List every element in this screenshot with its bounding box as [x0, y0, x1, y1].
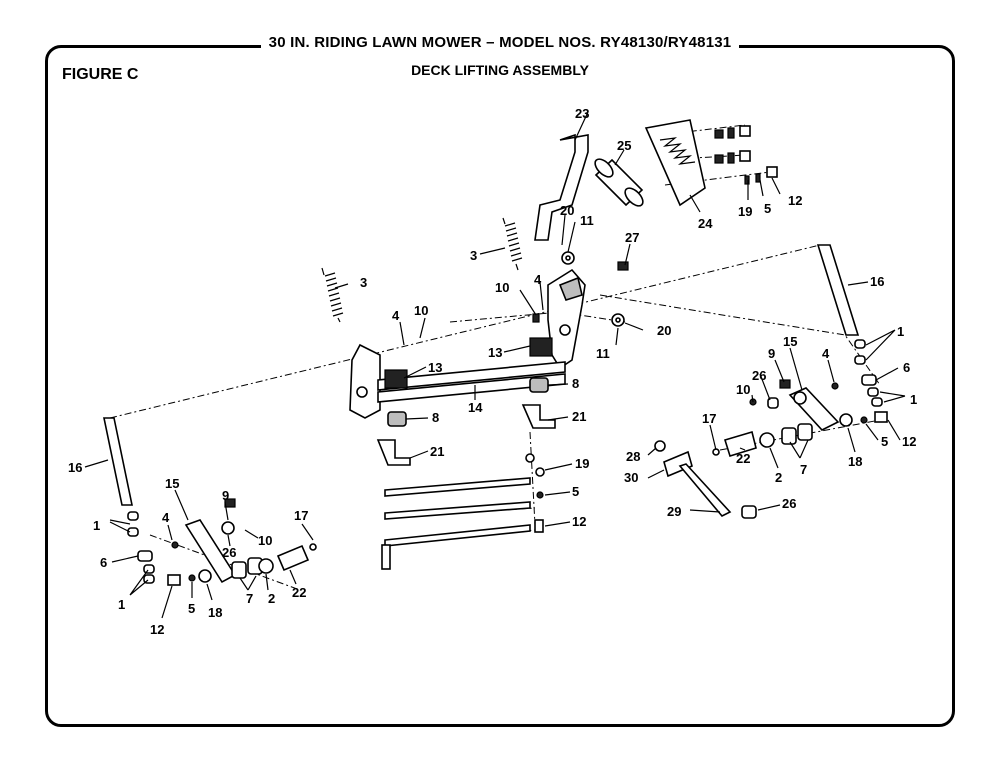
callout-8: 8 [572, 376, 579, 391]
callout-12: 12 [150, 622, 164, 637]
hardware-top-right [714, 125, 778, 185]
callout-21: 21 [430, 444, 444, 459]
callout-10: 10 [736, 382, 750, 397]
callout-16: 16 [68, 460, 82, 475]
callout-22: 22 [292, 585, 306, 600]
callout-20: 20 [657, 323, 671, 338]
callout-22: 22 [736, 451, 750, 466]
callout-4: 4 [534, 272, 542, 287]
callout-23: 23 [575, 106, 589, 121]
callout-labels: 23 25 24 19 5 12 20 11 3 27 3 4 10 4 10 … [68, 106, 917, 637]
callout-15: 15 [165, 476, 179, 491]
bumper-blocks [384, 337, 553, 389]
lift-rod-left [103, 417, 133, 506]
callout-4: 4 [392, 308, 400, 323]
callout-15: 15 [783, 334, 797, 349]
callout-5: 5 [881, 434, 888, 449]
callout-20: 20 [560, 203, 574, 218]
tension-spring-center [502, 217, 523, 271]
callout-7: 7 [246, 591, 253, 606]
bushings [387, 377, 549, 427]
callout-1: 1 [910, 392, 917, 407]
lift-handle [534, 133, 589, 241]
callout-10: 10 [414, 303, 428, 318]
callout-16: 16 [870, 274, 884, 289]
callout-1: 1 [93, 518, 100, 533]
callout-8: 8 [432, 410, 439, 425]
callout-leaders [84, 111, 906, 619]
callout-9: 9 [222, 488, 229, 503]
pedal-lever [654, 440, 757, 519]
callout-6: 6 [100, 555, 107, 570]
right-linkage [712, 339, 888, 457]
callout-19: 19 [575, 456, 589, 471]
callout-19: 19 [738, 204, 752, 219]
callout-21: 21 [572, 409, 586, 424]
callout-3: 3 [470, 248, 477, 263]
callout-18: 18 [848, 454, 862, 469]
callout-30: 30 [624, 470, 638, 485]
callout-1: 1 [118, 597, 125, 612]
left-linkage [127, 498, 317, 586]
callout-10: 10 [495, 280, 509, 295]
index-bracket [644, 119, 706, 207]
page-subtitle: DECK LIFTING ASSEMBLY [411, 62, 589, 78]
callout-26: 26 [222, 545, 236, 560]
callout-4: 4 [162, 510, 170, 525]
tension-spring-left [321, 267, 344, 323]
callout-11: 11 [596, 346, 610, 361]
callout-2: 2 [268, 591, 275, 606]
callout-11: 11 [580, 213, 594, 228]
callout-12: 12 [788, 193, 802, 208]
callout-12: 12 [902, 434, 916, 449]
callout-27: 27 [625, 230, 639, 245]
callout-18: 18 [208, 605, 222, 620]
callout-5: 5 [572, 484, 579, 499]
callout-24: 24 [698, 216, 713, 231]
callout-5: 5 [764, 201, 771, 216]
lift-links [381, 453, 545, 570]
callout-29: 29 [667, 504, 681, 519]
callout-6: 6 [903, 360, 910, 375]
callout-26: 26 [752, 368, 766, 383]
callout-26: 26 [782, 496, 796, 511]
callout-13: 13 [488, 345, 502, 360]
callout-5: 5 [188, 601, 195, 616]
callout-14: 14 [468, 400, 483, 415]
callout-17: 17 [702, 411, 716, 426]
callout-2: 2 [775, 470, 782, 485]
lift-rod-right [816, 244, 860, 336]
callout-25: 25 [617, 138, 631, 153]
page-title: 30 IN. RIDING LAWN MOWER – MODEL NOS. RY… [0, 34, 1000, 52]
figure-label: FIGURE C [62, 66, 139, 83]
cross-shaft [349, 343, 566, 419]
callout-17: 17 [294, 508, 308, 523]
callout-1: 1 [897, 324, 904, 339]
callout-10: 10 [258, 533, 272, 548]
callout-9: 9 [768, 346, 775, 361]
callout-28: 28 [626, 449, 640, 464]
callout-3: 3 [360, 275, 367, 290]
handle-grip [594, 158, 644, 207]
callout-13: 13 [428, 360, 442, 375]
callout-7: 7 [800, 462, 807, 477]
callout-12: 12 [572, 514, 586, 529]
page-title-text: 30 IN. RIDING LAWN MOWER – MODEL NOS. RY… [260, 34, 740, 51]
lift-arm-bracket [532, 251, 629, 370]
callout-4: 4 [822, 346, 830, 361]
